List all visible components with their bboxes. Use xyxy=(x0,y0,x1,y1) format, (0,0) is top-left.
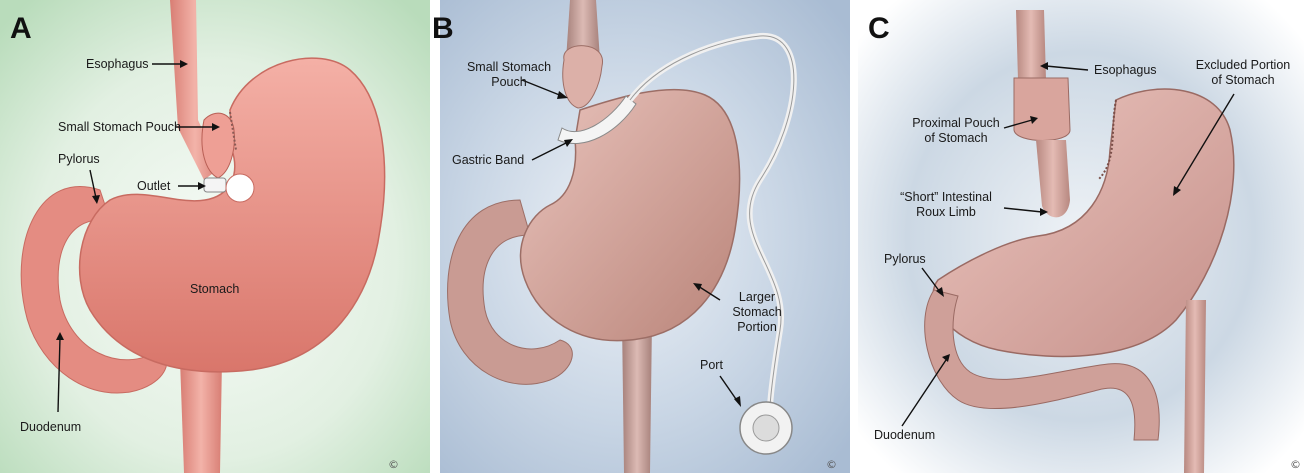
label-small-stomach-pouch-line2: Pouch xyxy=(454,75,564,90)
label-esophagus: Esophagus xyxy=(1094,63,1157,78)
label-larger-stomach-line1: Larger xyxy=(720,290,794,305)
panel-a-letter: A xyxy=(10,14,32,44)
panel-b: B Small Stomach Pouch Gastric Band Large… xyxy=(430,0,858,473)
label-small-stomach-pouch: Small Stomach Pouch xyxy=(454,60,564,90)
label-proximal-line2: of Stomach xyxy=(906,131,1006,146)
esophagus-shape xyxy=(1016,10,1046,80)
label-small-stomach-pouch-line1: Small Stomach xyxy=(454,60,564,75)
label-gastric-band: Gastric Band xyxy=(452,153,524,168)
outlet-ring xyxy=(204,178,226,192)
label-proximal-line1: Proximal Pouch xyxy=(906,116,1006,131)
label-proximal-pouch: Proximal Pouch of Stomach xyxy=(906,116,1006,146)
label-pylorus: Pylorus xyxy=(58,152,100,167)
panel-b-letter: B xyxy=(432,14,454,44)
label-duodenum: Duodenum xyxy=(874,428,935,443)
label-outlet: Outlet xyxy=(137,179,170,194)
label-pylorus: Pylorus xyxy=(884,252,926,267)
label-duodenum: Duodenum xyxy=(20,420,81,435)
port-center xyxy=(753,415,779,441)
copyright-mark: © xyxy=(826,458,837,471)
jejunum-shape xyxy=(1184,300,1206,473)
label-esophagus: Esophagus xyxy=(86,57,149,72)
lower-tube-shape xyxy=(180,360,222,473)
outlet-opening xyxy=(226,174,254,202)
label-larger-stomach-line3: Portion xyxy=(720,320,794,335)
label-stomach: Stomach xyxy=(190,282,239,297)
label-small-stomach-pouch: Small Stomach Pouch xyxy=(58,120,181,135)
label-roux-limb: “Short” Intestinal Roux Limb xyxy=(886,190,1006,220)
label-roux-line2: Roux Limb xyxy=(886,205,1006,220)
label-port: Port xyxy=(700,358,723,373)
panel-a: A Esophagus Small Stomach Pouch Pylorus … xyxy=(0,0,430,473)
panel-c-letter: C xyxy=(868,14,890,44)
label-excluded-line2: of Stomach xyxy=(1188,73,1298,88)
label-larger-stomach-line2: Stomach xyxy=(720,305,794,320)
label-larger-stomach-portion: Larger Stomach Portion xyxy=(720,290,794,335)
label-roux-line1: “Short” Intestinal xyxy=(886,190,1006,205)
label-excluded-portion: Excluded Portion of Stomach xyxy=(1188,58,1298,88)
copyright-mark: © xyxy=(1290,458,1301,471)
panel-a-illustration xyxy=(0,0,430,473)
label-excluded-line1: Excluded Portion xyxy=(1188,58,1298,73)
lower-tube-shape xyxy=(622,320,652,473)
proximal-pouch-shape xyxy=(1014,78,1070,141)
copyright-mark: © xyxy=(388,458,399,471)
panel-c: C Esophagus Excluded Portion of Stomach … xyxy=(858,0,1304,473)
